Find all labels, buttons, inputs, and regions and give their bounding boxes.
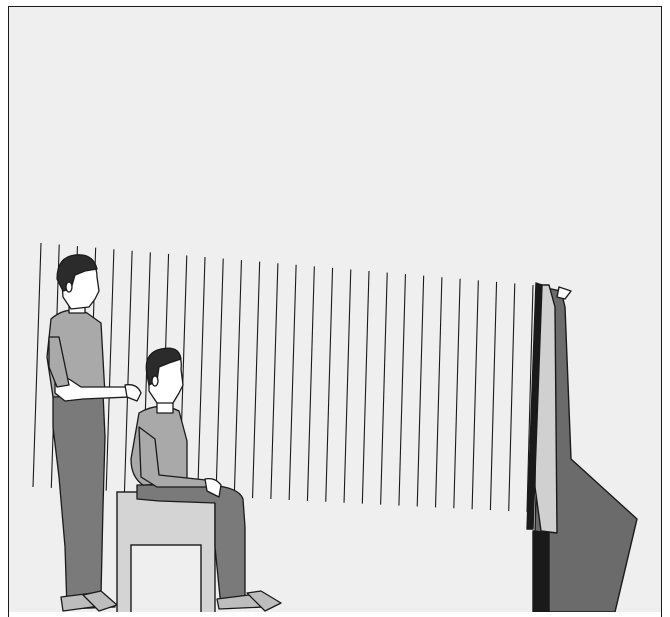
viewing-distance-illustration — [9, 7, 662, 612]
chair-icon — [117, 492, 215, 612]
illustration-frame — [8, 6, 662, 617]
